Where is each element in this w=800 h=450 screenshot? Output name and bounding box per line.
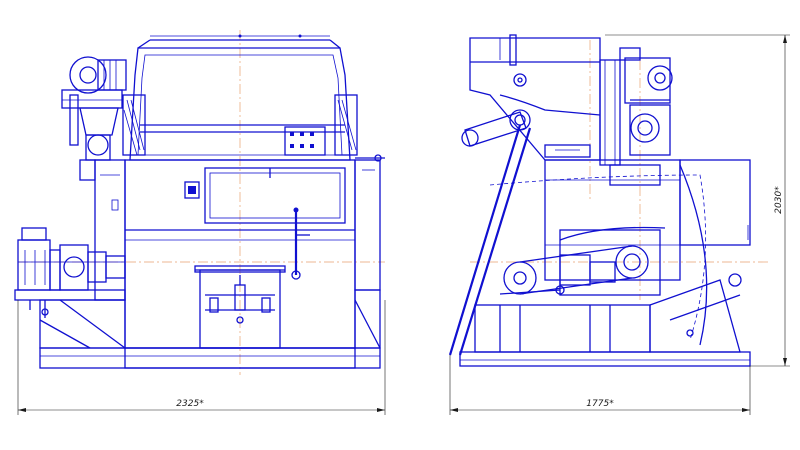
front-view: 2325*: [14, 30, 386, 415]
side-height-dimension: 2030*: [774, 186, 784, 214]
side-depth-dimension: 1775*: [586, 399, 614, 409]
front-width-dimension: 2325*: [176, 399, 204, 409]
side-view: 1775* 2030*: [448, 34, 790, 415]
